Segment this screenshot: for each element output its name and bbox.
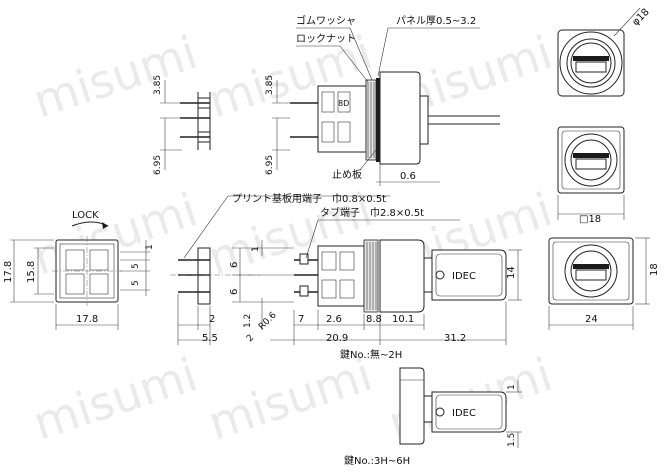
label-pcb-terminal: プリント基板用端子 巾0.8×0.5t — [232, 192, 386, 205]
dim-31-2: 31.2 — [444, 333, 466, 344]
dim-1-2: 1.2 — [243, 314, 253, 328]
front-view-bottom: 18 24 — [548, 237, 660, 330]
label-tab-terminal: タブ端子 巾2.8×0.5t — [320, 206, 424, 219]
dim-8-8: 8.8 — [366, 314, 382, 325]
dim-3-85-mid: 3.85 — [265, 75, 275, 95]
label-lock: LOCK — [72, 210, 99, 221]
dim-2-lower: 2 — [245, 333, 256, 344]
dim-5-upper: 5 — [131, 263, 141, 269]
label-key-3h-6h: 鍵No.:3H~6H — [344, 454, 410, 467]
end-view-square: LOCK 17.8 15.8 17.8 1 5 5 — [3, 210, 155, 330]
dim-1-top: 1 — [145, 244, 155, 250]
dim-1-mid: 1 — [251, 246, 261, 252]
label-key-none-2h: 鍵No.:無~2H — [340, 348, 402, 361]
key-brand-text: IDEC — [452, 271, 476, 282]
dim-10-1: 10.1 — [392, 314, 414, 325]
dim-18-right: 18 — [649, 263, 660, 276]
dim-r0-6: R0.6 — [257, 310, 279, 332]
dim-6-95-left: 6.95 — [153, 155, 163, 175]
dim-3-85-left: 3.85 — [153, 75, 163, 95]
key-brand-text-lower: IDEC — [452, 408, 476, 419]
label-lock-nut: ロックナット — [296, 33, 356, 45]
dim-sq-18: □18 — [579, 214, 601, 225]
dim-1-lower: 1 — [507, 384, 517, 390]
dim-7: 7 — [298, 314, 304, 325]
dim-17-8-height: 17.8 — [3, 261, 14, 283]
dim-17-8-width: 17.8 — [76, 314, 98, 325]
dim-1-5: 1.5 — [507, 433, 517, 447]
dim-0-6: 0.6 — [400, 171, 416, 182]
dim-24: 24 — [585, 314, 598, 325]
side-view-panel: 3.85 6.95 8D ゴムワッシャ パネル厚0.5~3.2 ロックナット 止… — [265, 14, 500, 186]
side-view-main: 6 6 1 IDEC タブ端子 巾2.8×0.5t — [229, 206, 522, 361]
dim-20-9: 20.9 — [326, 333, 348, 344]
dim-2-left: 2 — [209, 314, 215, 325]
front-view-top: φ18 — [557, 7, 652, 97]
terminal-side-view-left: 3.85 6.95 — [153, 75, 211, 175]
label-panel-thickness: パネル厚0.5~3.2 — [396, 15, 476, 27]
dim-6-95-mid: 6.95 — [265, 155, 275, 175]
dim-6-lower: 6 — [229, 289, 240, 295]
watermark-text: misumi — [27, 25, 204, 128]
dim-15-8: 15.8 — [26, 261, 37, 283]
side-view-key-3h-6h: IDEC 1 1.5 鍵No.:3H~6H — [344, 367, 522, 467]
dim-14: 14 — [506, 266, 517, 279]
body-marking: 8D — [338, 99, 349, 108]
watermark-text: misumi — [27, 347, 204, 450]
front-view-middle: □18 — [557, 126, 625, 225]
watermark-text: misumi — [202, 347, 379, 450]
dim-phi-18: φ18 — [630, 7, 651, 28]
terminal-detail-left: 2 5.5 プリント基板用端子 巾0.8×0.5t — [170, 192, 390, 345]
dim-2-6: 2.6 — [326, 314, 342, 325]
dim-6-upper: 6 — [229, 262, 240, 268]
dim-5-lower: 5 — [131, 280, 141, 286]
dim-5-5: 5.5 — [202, 333, 218, 344]
watermark: misumi misumi misumi misumi misumi misum… — [27, 25, 559, 450]
label-stop-plate: 止め板 — [332, 168, 362, 181]
label-rubber-washer: ゴムワッシャ — [296, 14, 356, 27]
